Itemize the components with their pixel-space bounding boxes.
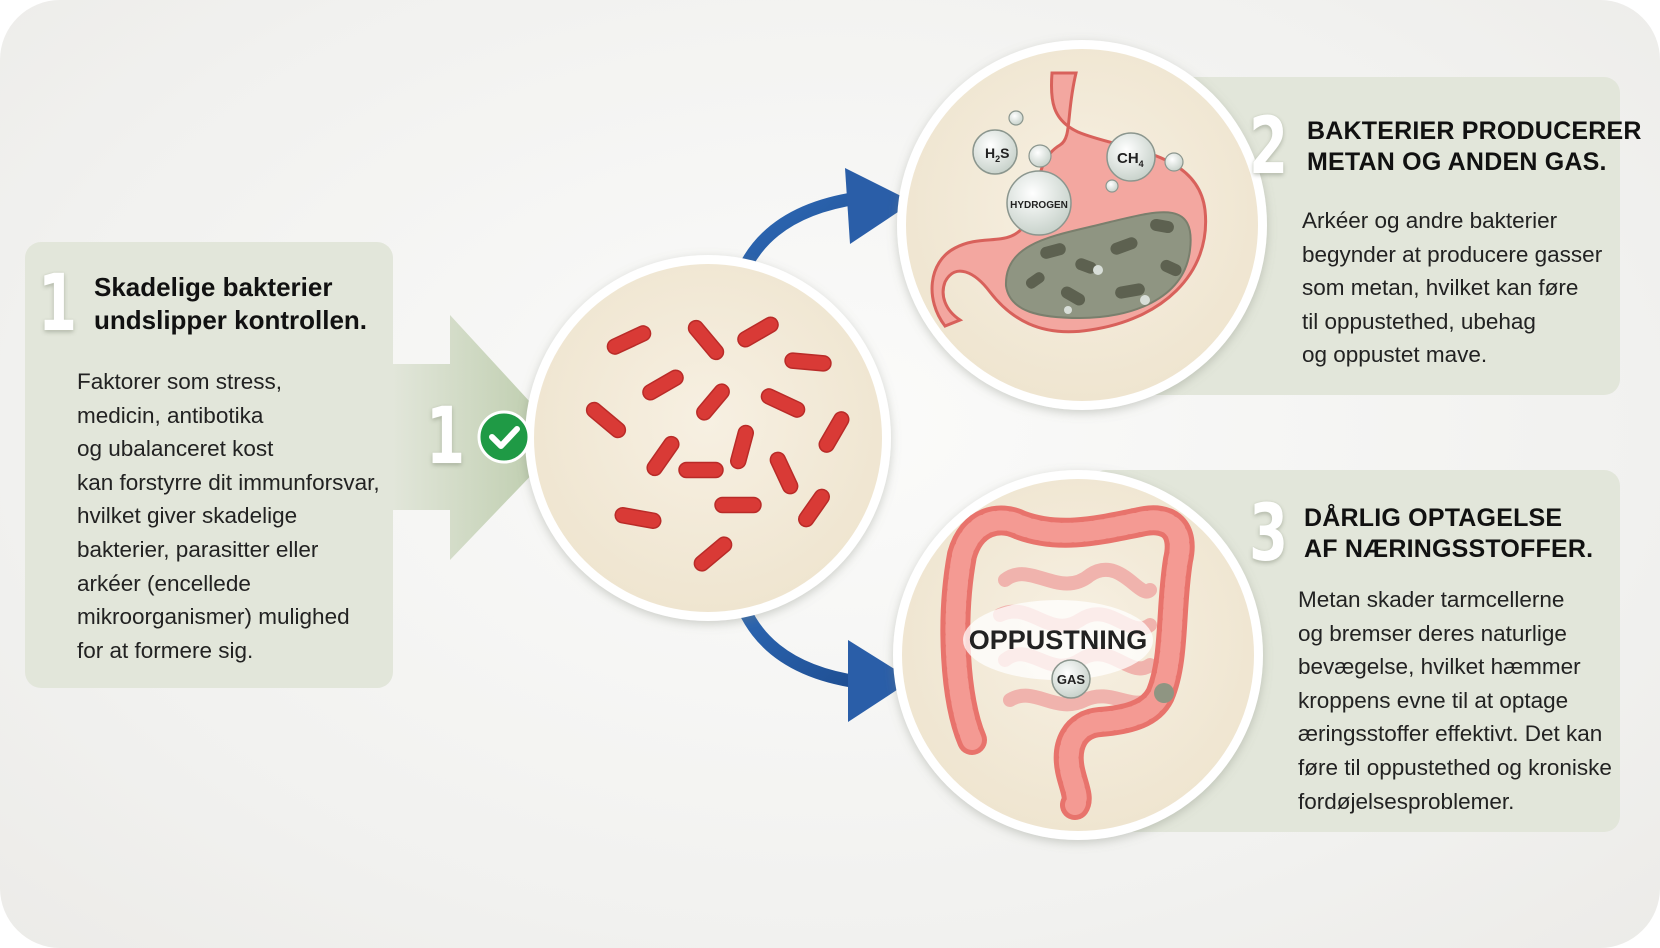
h2s-label: H [985,145,995,161]
bacteria-circle [525,255,891,621]
bacterium [769,451,799,495]
step2-number: 2 [1249,102,1289,192]
step1-body: Faktorer som stress, medicin, antibotika… [77,369,380,663]
step2-title-line2: METAN OG ANDEN GAS. [1307,148,1607,177]
bubble-hydrogen [1006,170,1072,236]
svg-text:H2S: H2S [985,145,1009,164]
bacterium [818,411,850,453]
bacterium [614,507,662,529]
bubble-h2s [972,129,1018,175]
step2-title: BAKTERIER PRODUCERER METAN OG ANDEN GAS. [1307,116,1642,179]
hydrogen-label: HYDROGEN [1010,200,1068,211]
step1-title: Skadelige bakterier undslipper kontrolle… [94,271,367,336]
step2-title-line1: BAKTERIER PRODUCERER [1307,117,1642,145]
bacterium [693,536,733,572]
step3-title: DÅRLIG OPTAGELSE AF NÆRINGSSTOFFER. [1304,503,1593,566]
bacterium [798,488,830,528]
arrow-step-number: 1 [426,392,466,482]
step1-panel [25,242,393,688]
step3-title-line1: DÅRLIG OPTAGELSE [1304,504,1563,532]
bacterium [696,383,730,421]
bloating-label: OPPUSTNING [969,625,1148,655]
step1-number: 1 [38,259,78,349]
bacterium [737,316,779,348]
gas-bubble [1051,659,1091,699]
step3-title-line2: AF NÆRINGSSTOFFER. [1304,535,1594,564]
step3-number: 3 [1249,489,1289,579]
bacterium [606,325,652,355]
intestine-circle: OPPUSTNING GAS [893,470,1263,840]
check-badge [477,410,531,464]
bacterium [585,401,627,439]
bacterium [760,388,806,418]
bacterium [642,369,684,401]
bacterium [729,424,755,470]
svg-text:CH4: CH4 [1117,150,1144,169]
step1-title-line1: Skadelige bakterier [94,272,333,302]
bubble-ch4 [1106,132,1156,182]
step1-title-line2: undslipper kontrollen. [94,304,368,335]
step3-body: Metan skader tarmcellerne og bremser der… [1298,587,1612,814]
check-icon [489,426,520,449]
stomach-circle: H2S CH4 HYDROGEN [897,40,1267,410]
ch4-label: CH [1117,150,1139,167]
bacterium [784,352,832,372]
bacteria-cluster [585,316,850,572]
gas-label: GAS [1057,672,1086,687]
bacterium [646,435,680,477]
step2-body: Arkéer og andre bakterier begynder at pr… [1302,208,1603,368]
bacterium [714,496,762,514]
bacterium [678,461,724,479]
bacterium [687,319,725,361]
stool-mass [1154,683,1174,703]
